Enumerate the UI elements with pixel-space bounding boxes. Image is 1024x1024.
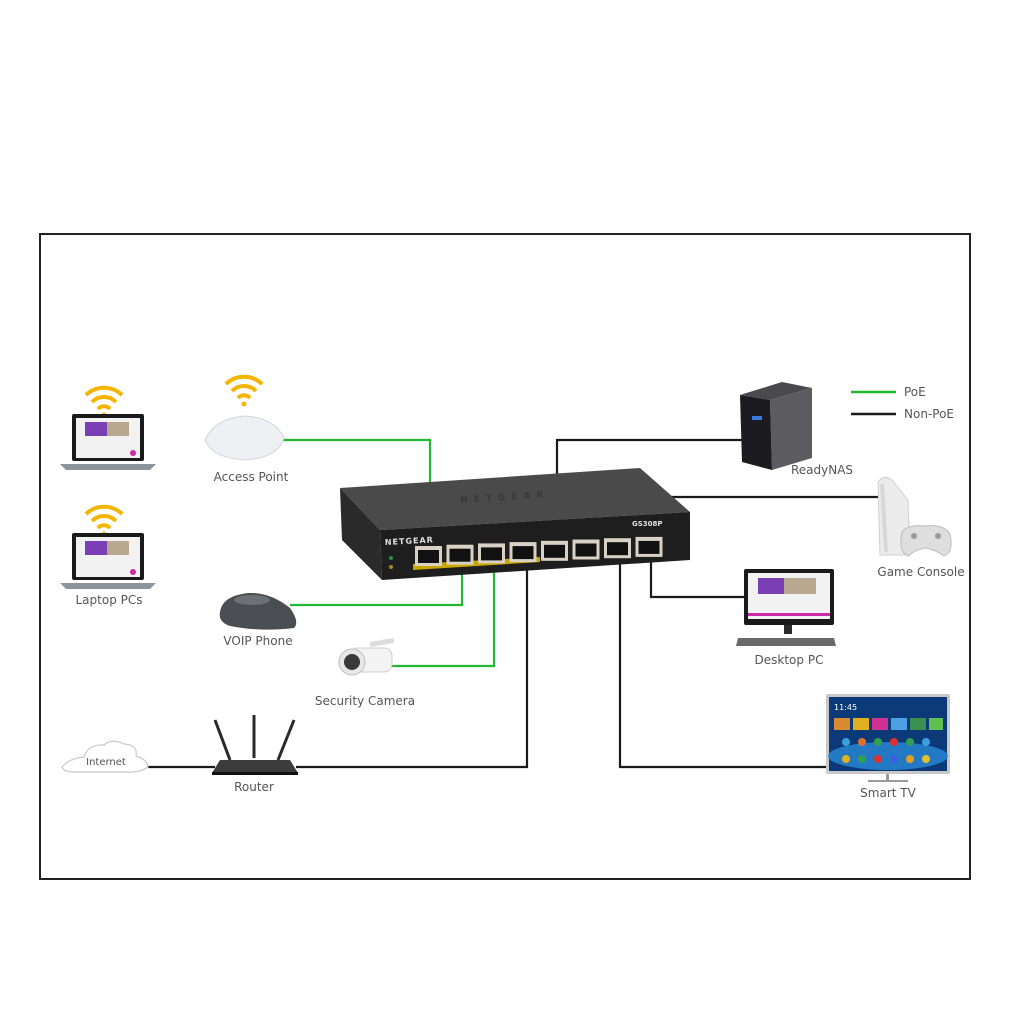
game-console-label: Game Console	[877, 565, 964, 579]
router-label: Router	[234, 780, 274, 794]
link-desktop-pc	[649, 555, 745, 599]
power-led	[389, 556, 393, 560]
access-point	[204, 374, 285, 461]
switch-top	[340, 468, 690, 530]
access-point-label: Access Point	[214, 470, 289, 484]
wifi-icon	[224, 374, 264, 407]
voip-phone-icon	[219, 592, 297, 630]
laptops-label: Laptop PCs	[75, 593, 142, 607]
smart-tv-icon: 11:45	[826, 694, 950, 782]
switch-brand-label: NETGEAR	[385, 535, 434, 547]
internet-cloud-icon	[61, 740, 149, 773]
switch-port-socket	[638, 540, 660, 554]
link-security-camera	[392, 555, 496, 668]
readynas-icon	[740, 382, 812, 470]
switch-port-socket	[449, 548, 471, 562]
poe-led	[389, 565, 393, 569]
switch-port-socket	[512, 546, 534, 560]
security-camera-icon	[338, 637, 395, 676]
switch-port-socket	[607, 542, 628, 556]
internet-label: Internet	[86, 757, 126, 768]
switch-port-socket	[544, 544, 565, 558]
switch-side	[340, 488, 382, 580]
router-icon	[212, 715, 298, 775]
switch-model-label: GS308P	[632, 520, 663, 528]
wifi-icon	[84, 504, 124, 537]
game-console-icon	[877, 476, 952, 557]
legend-poe-label: PoE	[904, 385, 926, 399]
smart-tv-label: Smart TV	[860, 786, 916, 800]
switch-port-socket	[418, 550, 439, 563]
switch-ports	[415, 536, 663, 566]
smart-tv-clock: 11:45	[834, 703, 857, 712]
desktop-pc-label: Desktop PC	[755, 653, 824, 667]
access-point-icon	[204, 415, 285, 461]
laptop-icon	[60, 533, 156, 589]
desktop-pc-icon	[736, 569, 836, 646]
poe-port-band	[413, 557, 540, 570]
legend: PoE Non-PoE	[851, 385, 954, 421]
switch-port-socket	[575, 543, 597, 557]
voip-phone-label: VOIP Phone	[223, 634, 292, 648]
security-camera-label: Security Camera	[315, 694, 415, 708]
laptop-icon	[60, 414, 156, 470]
link-smart-tv	[618, 555, 826, 769]
laptop-1	[60, 385, 156, 470]
switch-port-socket	[481, 547, 502, 561]
readynas-label: ReadyNAS	[791, 463, 853, 477]
legend-nonpoe-label: Non-PoE	[904, 407, 954, 421]
laptop-2	[60, 504, 156, 589]
link-router	[296, 555, 529, 769]
poe-switch: NETGEAR NETGEAR GS308P	[340, 468, 690, 580]
